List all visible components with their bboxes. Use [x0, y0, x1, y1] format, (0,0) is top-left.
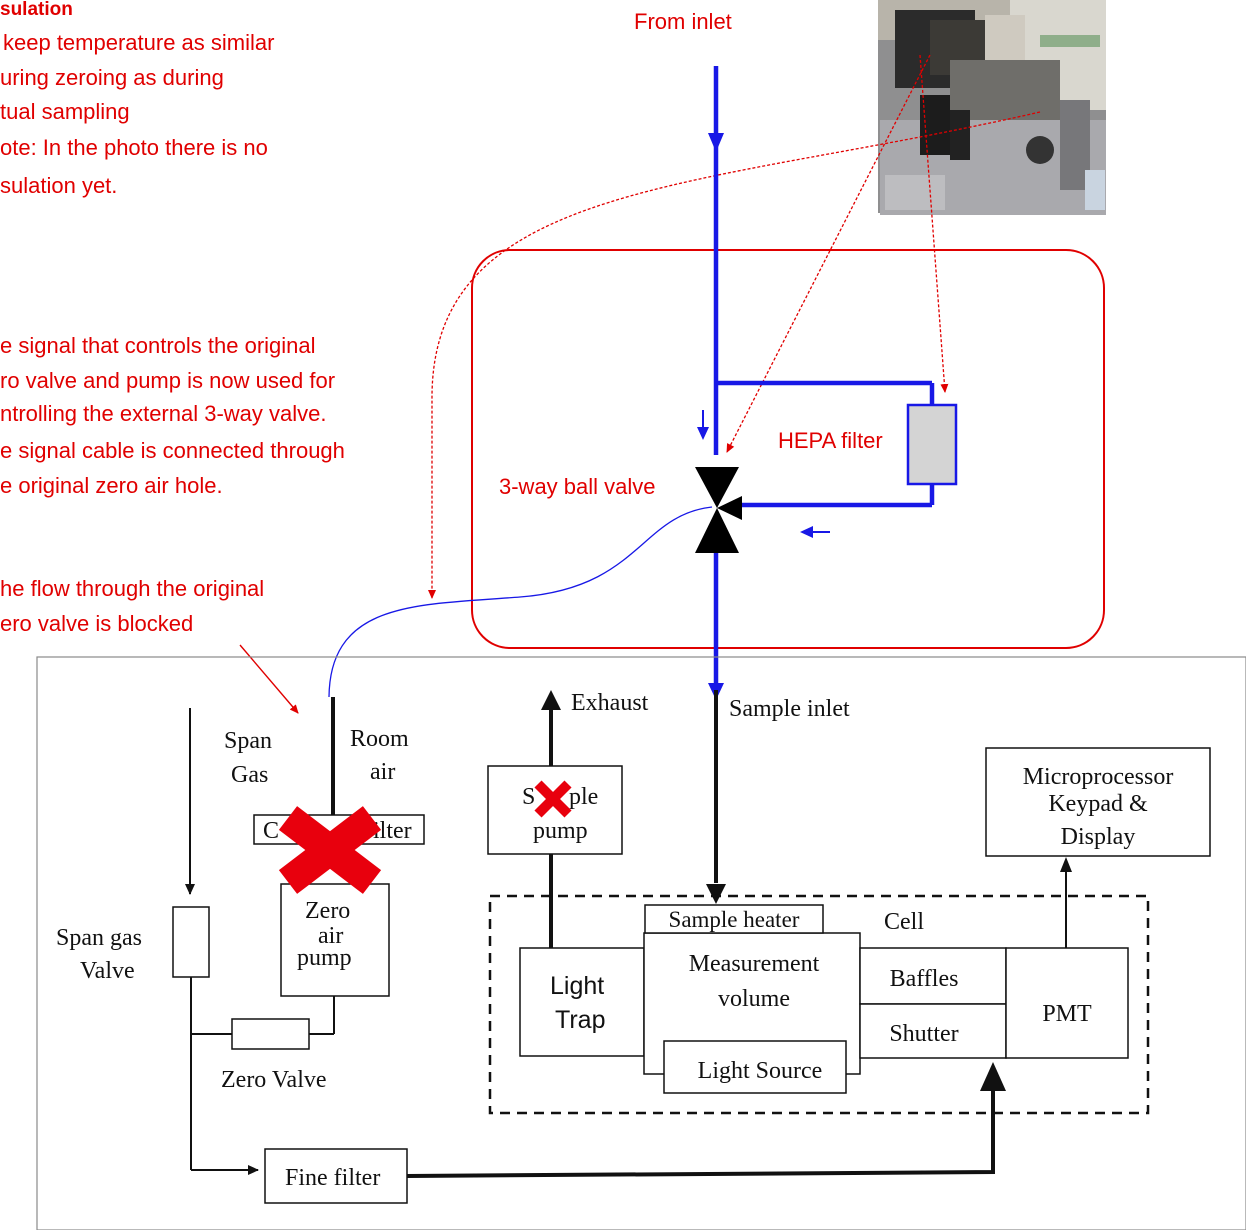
- span-gas-valve-box: [173, 907, 209, 977]
- zero-air-pump-label-3: pump: [297, 945, 352, 971]
- sample-pump-label-2: ple: [569, 784, 598, 810]
- insulation-line-2: uring zeroing as during: [0, 65, 224, 90]
- insulation-note: sulation keep temperature as similar uri…: [0, 0, 274, 198]
- three-way-valve: [695, 467, 742, 553]
- cell-label: Cell: [884, 909, 924, 935]
- from-inlet-label: From inlet: [634, 9, 732, 34]
- span-gas-label-2: Gas: [231, 762, 268, 788]
- signal-line-5: e original zero air hole.: [0, 473, 223, 498]
- measurement-volume-label-2: volume: [718, 986, 790, 1012]
- microprocessor-label-3: Display: [1061, 824, 1136, 850]
- signal-note: e signal that controls the original ro v…: [0, 333, 345, 498]
- microprocessor-label-1: Microprocessor: [1023, 764, 1174, 790]
- charcoal-filter-label-left: C: [263, 818, 279, 844]
- analyzer-photo: [878, 0, 1106, 215]
- light-trap-label-1: Light: [550, 972, 604, 1000]
- light-source-label: Light Source: [698, 1058, 823, 1084]
- photo-to-valve-pointer: [727, 55, 930, 452]
- light-trap-box: [520, 948, 644, 1056]
- signal-line-4: e signal cable is connected through: [0, 438, 345, 463]
- blocked-line-1: he flow through the original: [0, 576, 264, 601]
- measurement-volume-label-1: Measurement: [689, 951, 820, 977]
- fine-filter-to-cell-line: [407, 1090, 993, 1176]
- span-gas-label-1: Span: [224, 728, 272, 754]
- insulation-line-4: ote: In the photo there is no: [0, 135, 268, 160]
- fine-filter-to-cell-arrowhead: [980, 1062, 1006, 1091]
- baffles-label: Baffles: [890, 966, 959, 992]
- insulation-line-1: keep temperature as similar: [3, 30, 274, 55]
- span-gas-valve-label-2: Valve: [80, 958, 135, 984]
- flow-arrow-top: [708, 133, 724, 152]
- zero-valve-box: [232, 1019, 309, 1049]
- room-air-label-2: air: [370, 759, 395, 785]
- small-flow-arrow-left: [800, 526, 830, 538]
- hepa-filter-box: [908, 405, 956, 484]
- analyzer-frame: [37, 657, 1246, 1230]
- signal-line-3: ntrolling the external 3-way valve.: [0, 401, 327, 426]
- insulation-line-3: tual sampling: [0, 99, 130, 124]
- room-air-label-1: Room: [350, 726, 409, 752]
- pmt-label: PMT: [1042, 1001, 1092, 1027]
- span-gas-valve-label-1: Span gas: [56, 925, 142, 951]
- zero-air-pump-label-1: Zero: [305, 898, 350, 924]
- shutter-label: Shutter: [889, 1021, 958, 1047]
- light-trap-label-2: Trap: [555, 1006, 605, 1034]
- sample-pump-label-3: pump: [533, 818, 588, 844]
- sample-heater-label: Sample heater: [669, 907, 800, 932]
- insulation-line-5: sulation yet.: [0, 173, 117, 198]
- blocked-line-2: ero valve is blocked: [0, 611, 193, 636]
- signal-line-1: e signal that controls the original: [0, 333, 316, 358]
- blocked-pointer: [240, 645, 298, 713]
- sample-inlet-label: Sample inlet: [729, 696, 850, 722]
- three-way-valve-label: 3-way ball valve: [499, 474, 656, 499]
- sample-pump-label-1: S: [522, 784, 535, 810]
- hepa-filter-label: HEPA filter: [778, 428, 883, 453]
- signal-cable: [329, 507, 712, 697]
- fine-filter-label: Fine filter: [285, 1165, 380, 1191]
- microprocessor-label-2: Keypad &: [1048, 791, 1148, 817]
- exhaust-arrowhead: [541, 690, 561, 710]
- small-flow-arrow-down: [697, 410, 709, 440]
- signal-line-2: ro valve and pump is now used for: [0, 368, 335, 393]
- pmt-to-micro-arrowhead: [1060, 857, 1072, 872]
- exhaust-label: Exhaust: [571, 690, 649, 716]
- blocked-note: he flow through the original ero valve i…: [0, 576, 264, 636]
- sample-inlet-arrowhead: [706, 884, 726, 904]
- insulation-title: sulation: [0, 0, 73, 20]
- zero-valve-label: Zero Valve: [221, 1067, 327, 1093]
